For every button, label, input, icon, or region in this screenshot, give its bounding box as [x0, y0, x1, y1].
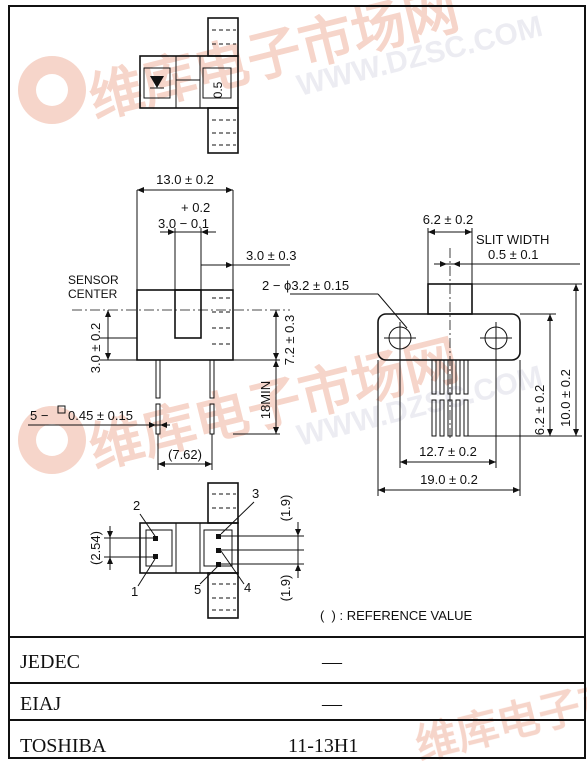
table-row-eiaj-value: — — [321, 693, 343, 715]
slit-width-label: SLIT WIDTH — [476, 232, 549, 247]
dim-overall-width-side-label: 19.0 ± 0.2 — [420, 472, 478, 487]
dim-lower-height-label: 3.0 ± 0.2 — [88, 323, 103, 374]
pin-2 — [153, 536, 158, 541]
pin-label-1: 1 — [131, 584, 138, 599]
frame-border — [8, 5, 586, 759]
top-view-slit-label: 0.5 — [211, 81, 225, 98]
pin-3 — [216, 534, 221, 539]
reference-value-note: ( ) : REFERENCE VALUE — [320, 608, 473, 623]
dim-lead-length-label: 18MIN — [258, 381, 273, 419]
package-table: JEDEC — EIAJ — TOSHIBA 11-13H1 — [20, 651, 358, 757]
dim-pitch-right-bottom-label: (1.9) — [278, 575, 293, 602]
pin-5 — [216, 562, 221, 567]
dim-lead-pitch-label: (7.62) — [168, 447, 202, 462]
square-symbol-icon — [57, 405, 66, 414]
dim-body-height-label: 7.2 ± 0.3 — [282, 315, 297, 366]
pin-label-3: 3 — [252, 486, 259, 501]
table-row-jedec-value: — — [321, 651, 343, 673]
watermark-logo-middle — [18, 406, 86, 474]
dim-overall-width-label: 13.0 ± 0.2 — [156, 172, 214, 187]
dim-slit-width-value: 0.5 ± 0.1 — [488, 247, 539, 262]
front-view: 13.0 ± 0.2 + 0.2 3.0 − 0.1 3.0 ± 0.3 SEN… — [28, 172, 297, 470]
top-view: 0.5 — [139, 17, 239, 154]
dim-total-height-label: 10.0 ± 0.2 — [558, 369, 573, 427]
pin-label-5: 5 — [194, 582, 201, 597]
dim-slit-width-label: 3.0 − 0.1 — [158, 216, 209, 231]
sensor-center-label-line1: SENSOR — [68, 273, 119, 287]
dim-pitch-left-label: (2.54) — [88, 531, 103, 565]
watermark-logo-top — [18, 56, 86, 124]
sensor-center-label-line2: CENTER — [68, 287, 118, 301]
side-view: 6.2 ± 0.2 SLIT WIDTH 0.5 ± 0.1 2 − ϕ3.2 … — [262, 212, 582, 496]
dim-lead-size-prefix: 5 − — [30, 408, 48, 423]
table-row-jedec-standard: JEDEC — [20, 651, 80, 673]
dim-mount-height-label: 6.2 ± 0.2 — [532, 385, 547, 436]
dim-pitch-right-top-label: (1.9) — [278, 495, 293, 522]
pin-1 — [153, 554, 158, 559]
pin-label-2: 2 — [133, 498, 140, 513]
dim-hole-label: 2 − ϕ3.2 ± 0.15 — [262, 278, 349, 293]
pin-label-4: 4 — [244, 580, 251, 595]
dim-hole-spacing-label: 12.7 ± 0.2 — [419, 444, 477, 459]
table-row-eiaj-standard: EIAJ — [20, 693, 61, 715]
dim-lead-size-label: 0.45 ± 0.15 — [68, 408, 133, 423]
watermark: 维库电子市场网 WWW.DZSC.COM 维库电子市场网 WWW.DZSC.CO… — [18, 0, 587, 761]
bottom-view: 1 2 3 4 5 (2.54) (1.9) (1.9) — [88, 482, 304, 619]
table-row-toshiba-standard: TOSHIBA — [20, 735, 107, 757]
led-diode-icon — [150, 76, 164, 89]
pin-4 — [216, 548, 221, 553]
dim-top-width-label: 6.2 ± 0.2 — [423, 212, 474, 227]
table-row-toshiba-value: 11-13H1 — [288, 735, 358, 757]
watermark-text-bottom: 维库电子市场网 — [411, 651, 587, 761]
dim-slit-tolerance-label: + 0.2 — [181, 200, 210, 215]
dim-right-offset-label: 3.0 ± 0.3 — [246, 248, 297, 263]
